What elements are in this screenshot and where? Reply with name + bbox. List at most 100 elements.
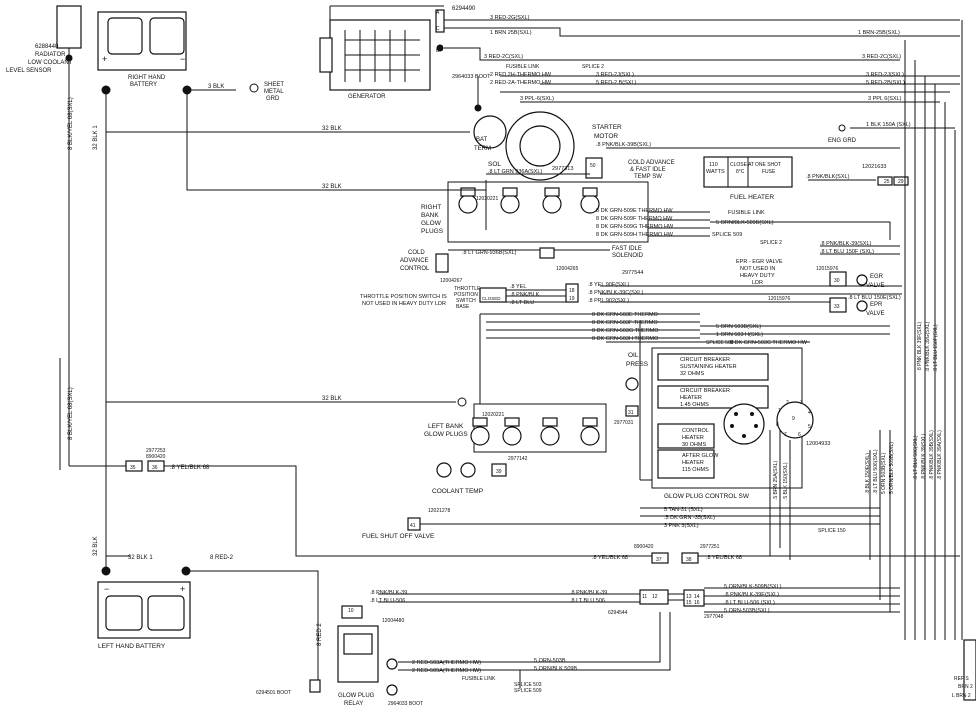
rh-bank-3: GLOW: [421, 220, 442, 227]
relay-1: GLOW PLUG: [338, 693, 375, 699]
tps-note-1: THROTTLE POSITION SWITCH IS: [360, 294, 447, 300]
cold-adv-2: & FAST IDLE: [630, 167, 666, 173]
wire-w09: 3 RED-2J(SXL): [596, 72, 634, 78]
pin-a: A: [436, 10, 440, 16]
wire-w65: .8 LT BLU-506 (SXL): [724, 600, 775, 606]
starter-motor: [473, 104, 575, 181]
wire-w46: 8 DK GRN-503C THERMO HW: [730, 340, 808, 346]
generator-part: 6294490: [452, 6, 476, 12]
wire-v07: .8 LT BLU 506(SXL): [913, 435, 919, 480]
connector-68-c: [651, 552, 669, 564]
sensor-name-1: RADIATOR: [35, 52, 66, 58]
pin-7: 7: [784, 432, 787, 438]
wire-v02: .8 PNK/BLK 39G(SXL): [925, 321, 931, 372]
wire-w11: 2 RED-2A-THERMO HW: [490, 80, 552, 86]
lbn-2: L BRN 2: [952, 693, 971, 699]
splice-2-label: SPLICE 2: [760, 240, 782, 246]
cb1-3: 32 OHMS: [680, 371, 704, 377]
pin-36: 36: [152, 465, 158, 471]
epr-valve-1: EPR: [870, 302, 883, 308]
wire-w25: 8 DK GRN-509E THERMO HW: [596, 208, 673, 214]
wire-w15: 3 PPL 6(SXL): [868, 96, 902, 102]
eng-grd-label: ENG GRD: [828, 138, 857, 144]
cold-adv-3: TEMP SW: [634, 174, 662, 180]
pin-29: 29: [898, 179, 904, 185]
pin-31: 31: [628, 410, 634, 416]
lh-battery-pos: +: [180, 584, 185, 594]
fh-oneshot: ONE SHOT: [755, 162, 781, 168]
sol-label: SOL: [488, 161, 501, 168]
wire-w45: 1 ORN 503 H(SXL): [716, 332, 763, 338]
eng-ground-terminal: [838, 124, 846, 132]
pin-41: 41: [410, 523, 416, 529]
wire-w42: 8 DK GRN-503G THERMO: [592, 328, 659, 334]
sensor-part-label: 6288440: [35, 44, 59, 50]
coolant-temp-connector: [491, 463, 507, 477]
lh-battery-neg: −: [104, 584, 109, 594]
pin-18: 18: [569, 288, 575, 294]
wire-w28: 8 DK GRN-509H THERMO HW: [596, 232, 674, 238]
coolant-temp-sensor-1: [436, 462, 452, 478]
cold-advance-switch: [585, 157, 603, 179]
pin-2: 2: [786, 400, 789, 406]
wire-w12: 5 RED-2 B(SXL): [596, 80, 637, 86]
cb1-2: SUSTAINING HEATER: [680, 364, 737, 370]
right-hand-battery: [97, 11, 192, 95]
cb1-1: CIRCUIT BREAKER: [680, 357, 730, 363]
ch-3: 30 OHMS: [682, 442, 706, 448]
relay-terminal-1: [386, 658, 398, 670]
wire-w05: 3 RED-2C(SXL): [862, 54, 901, 60]
wiring-lines: [59, 5, 963, 688]
wire-v05: .8 PNK/BLK 39(SXL): [921, 433, 927, 480]
coolant-temp-part: 2977142: [508, 456, 528, 462]
relay-2: RELAY: [344, 701, 363, 707]
part-2977544: 2977544: [622, 270, 643, 276]
wire-w62: .8 LT BLU 506: [570, 598, 605, 604]
generator-label: GENERATOR: [348, 94, 386, 100]
wire-w53: 32 BLK: [93, 536, 99, 556]
fuel-heater: [703, 156, 793, 188]
wire-w48: 8 BLK/YEL 68(SXL): [68, 387, 74, 440]
wire-w60: .8 LT BLU-506: [370, 598, 405, 604]
wire-w20: 8 BLK/YEL 68(SXL): [68, 97, 74, 150]
pin-33: 33: [834, 304, 840, 310]
lh-bank-1: LEFT BANK: [428, 423, 464, 430]
wire-w35: .8 PPL 902(SXL): [588, 298, 629, 304]
rh-bank-part: 12020221: [476, 196, 498, 202]
pin-1: 1: [778, 408, 781, 414]
fuel-shutoff-part: 12021278: [428, 508, 450, 514]
wire-w70: 5 ORN/BLK 509B: [534, 666, 577, 672]
wire-w51: .5 DK GRN -35(SXL): [664, 515, 715, 521]
wire-w14: 3 PPL-6(SXL): [520, 96, 554, 102]
rh-battery-label-1: RIGHT HAND: [128, 75, 166, 81]
connector-6294544: [639, 589, 669, 605]
epr-valve: [856, 300, 868, 312]
wire-w55: 8 RED-2: [210, 555, 234, 561]
pin-19: 19: [569, 296, 575, 302]
part-2964033: 2964033 BOOT: [388, 701, 423, 707]
wire-w03: 1 BRN-25B(SXL): [858, 30, 900, 36]
pin-9: 9: [792, 416, 795, 422]
wire-w54: 32 BLK 1: [128, 555, 153, 561]
wire-w31: .8 PNK/BLK-39(SXL): [820, 241, 872, 247]
wire-v09: 5 ORN/BLK 509B(SXL): [889, 442, 895, 494]
wire-w01: 3 RED-2G(SXL): [490, 15, 530, 21]
boot-part: 2964033 BOOT: [452, 74, 491, 80]
pin-35: 35: [130, 465, 136, 471]
wire-w52: 3 PNK 3(SXL): [664, 523, 699, 529]
ref-s: REF S: [954, 676, 969, 682]
tps-closed: CLOSED: [482, 296, 501, 301]
wire-w08: 2 RED 2H-THERMO HW: [490, 72, 552, 78]
rh-bank-2: BANK: [421, 212, 439, 219]
wire-v12: .5 BRN 25A(SXL): [773, 460, 779, 500]
fh-110: 110: [709, 162, 718, 168]
wire-w06: FUSIBLE LINK: [506, 64, 540, 70]
wire-w16: 3 BLK: [208, 84, 224, 90]
pin-14: 14: [694, 594, 700, 600]
rh-bank-4: PLUGS: [421, 228, 444, 235]
fuel-shutoff-label: FUEL SHUT OFF VALVE: [362, 533, 435, 540]
wire-w34: .8 PNK/BLK-39C(SXL): [588, 290, 643, 296]
rh-bank-1: RIGHT: [421, 204, 441, 211]
boot-6294501: [309, 679, 321, 693]
wire-w13: 5 RED-2B(SXL): [866, 80, 905, 86]
